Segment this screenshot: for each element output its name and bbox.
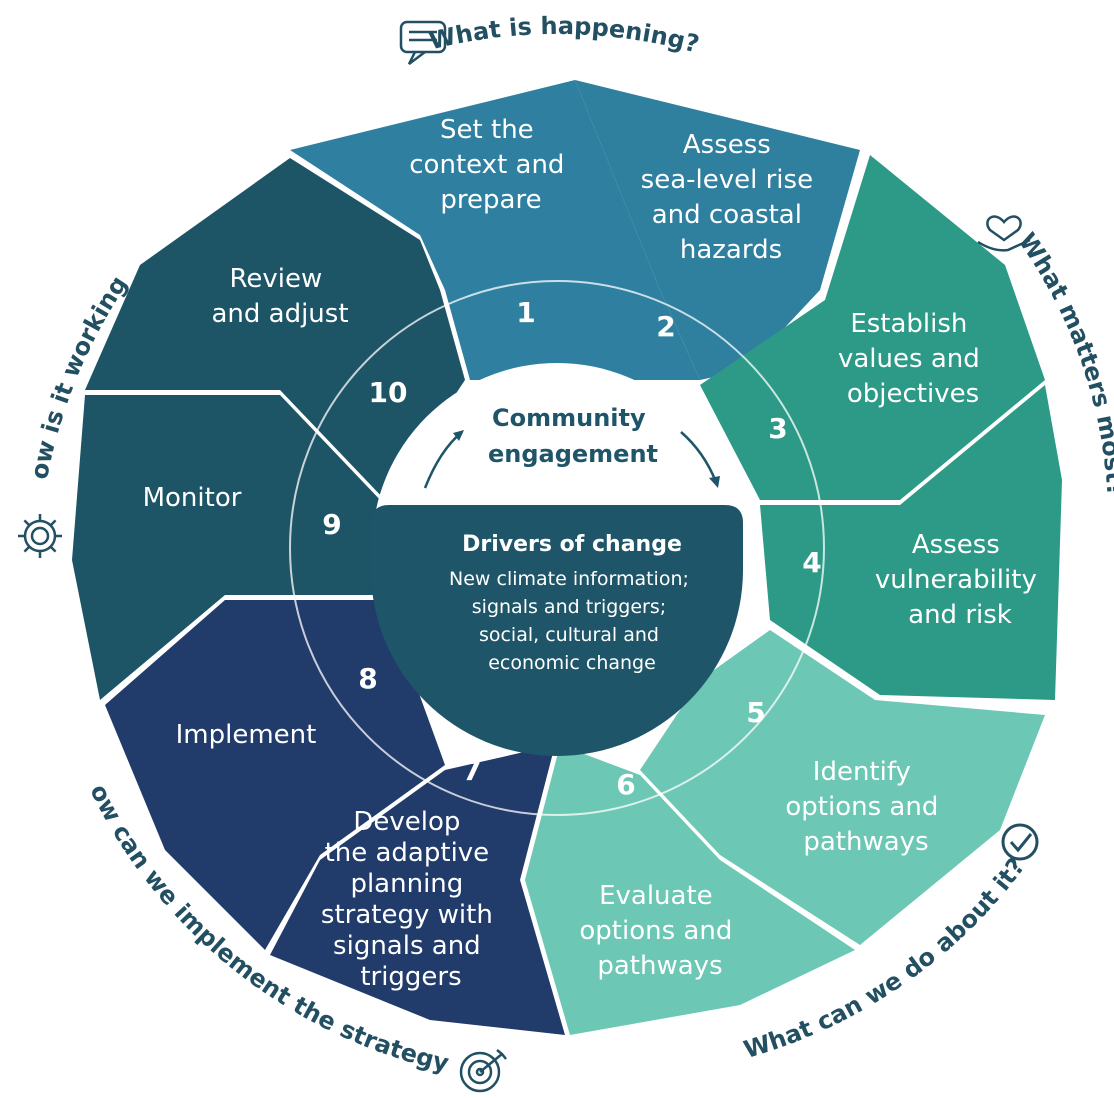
cycle-arrow-right-icon — [680, 431, 718, 483]
step-number-7: 7 — [462, 754, 481, 787]
segment-3[interactable] — [700, 155, 1045, 500]
cycle-arrow-right-head — [709, 476, 720, 488]
step-number-10: 10 — [369, 376, 408, 409]
segment-10[interactable] — [85, 158, 465, 500]
community-engagement-title: Community engagement — [488, 404, 658, 468]
step-label-5: Identify options and pathways — [785, 757, 946, 857]
question-what-is-happening: What is happening? — [426, 12, 702, 59]
step-label-4: Assess vulnerability and risk — [875, 530, 1045, 630]
step-labels: Set the context and prepare Assess sea-l… — [143, 115, 1045, 992]
center-content: Community engagement Drivers of change N… — [371, 404, 743, 756]
segment-2[interactable] — [575, 80, 860, 380]
segment-7[interactable] — [270, 745, 565, 1035]
checkmark-circle-icon — [1001, 823, 1039, 861]
drivers-of-change-text: New climate information; signals and tri… — [449, 568, 695, 674]
step-number-1: 1 — [516, 296, 535, 329]
step-label-1: Set the context and prepare — [409, 115, 572, 215]
cycle-arrow-left-head — [453, 430, 464, 441]
step-number-5: 5 — [746, 696, 765, 729]
segment-5[interactable] — [640, 630, 1045, 945]
step-number-2: 2 — [656, 310, 675, 343]
step-label-7: Develop the adaptive planning strategy w… — [321, 807, 501, 992]
segment-1[interactable] — [290, 80, 700, 380]
step-number-9: 9 — [322, 508, 341, 541]
step-number-4: 4 — [802, 546, 821, 579]
step-label-6: Evaluate options and pathways — [579, 881, 740, 981]
step-number-3: 3 — [768, 412, 787, 445]
step-label-2: Assess sea-level rise and coastal hazard… — [641, 130, 822, 265]
step-numbers: 1 2 3 4 5 6 7 8 9 10 — [322, 296, 821, 801]
step-label-3: Establish values and objectives — [838, 309, 988, 409]
segment-9[interactable] — [72, 395, 385, 700]
drivers-of-change-panel — [371, 505, 743, 756]
segment-4[interactable] — [760, 385, 1062, 700]
step-label-10: Review and adjust — [211, 264, 348, 329]
inner-ring-line — [289, 280, 825, 816]
step-number-6: 6 — [616, 768, 635, 801]
drivers-of-change-title: Drivers of change — [462, 532, 682, 557]
gear-icon — [18, 514, 62, 558]
step-label-8: Implement — [176, 720, 317, 750]
segment-6[interactable] — [525, 745, 855, 1035]
speech-bubble-icon — [399, 20, 447, 65]
target-icon — [459, 1049, 507, 1093]
outer-ring — [72, 80, 1062, 1035]
segment-8[interactable] — [105, 600, 445, 950]
step-label-9: Monitor — [143, 483, 242, 513]
heart-in-hand-icon — [977, 215, 1031, 252]
step-number-8: 8 — [358, 662, 377, 695]
